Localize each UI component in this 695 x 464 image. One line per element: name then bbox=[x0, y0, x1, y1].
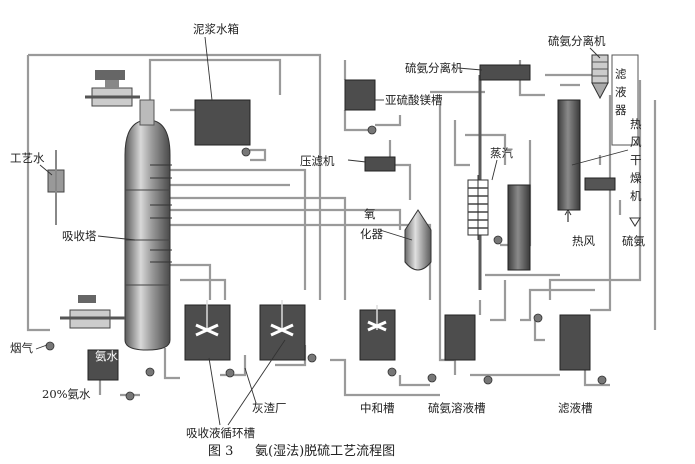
labels: 泥浆水箱 工艺水 吸收塔 烟气 氨水箱 20%氨水 亚硫酸镁槽 压滤机 氧 化器… bbox=[10, 22, 645, 440]
hot-air-dryer bbox=[557, 99, 581, 211]
process-water-pump bbox=[47, 150, 65, 225]
label-filtrate-1: 滤 bbox=[615, 67, 627, 81]
bottom-blower bbox=[60, 295, 125, 329]
label-ammonia-20: 20%氨水 bbox=[42, 387, 91, 401]
label-hot-air: 热风 bbox=[572, 234, 595, 248]
label-dryer-1: 热 bbox=[630, 117, 642, 131]
neutralization-tank bbox=[359, 305, 396, 361]
label-sulfate-separator-1: 硫氨分离机 bbox=[405, 61, 463, 75]
label-absorber: 吸收塔 bbox=[62, 229, 97, 243]
label-oxidizer: 化器 bbox=[360, 227, 383, 241]
bisulfite-tank bbox=[344, 79, 376, 111]
slurry-tank bbox=[194, 99, 251, 146]
label-dryer-3: 干 bbox=[630, 153, 642, 167]
hot-air-arrowhead-icon bbox=[564, 209, 572, 216]
evaporator-column bbox=[507, 184, 531, 271]
filtrate-tank bbox=[559, 314, 591, 371]
label-ammonium-sulfate-tank: 硫氨溶液槽 bbox=[428, 401, 486, 415]
absorbent-circ-tank-2 bbox=[259, 300, 306, 361]
figure-caption: 图 3 氨(湿法)脱硫工艺流程图 bbox=[208, 444, 395, 459]
ammonium-sulfate-outlet-icon bbox=[629, 217, 641, 227]
label-dryer-4: 燥 bbox=[630, 171, 642, 185]
label-filtrate-2: 液 bbox=[615, 85, 627, 99]
label-flue-gas: 烟气 bbox=[10, 341, 33, 355]
label-oxidizer-1: 氧 bbox=[364, 207, 376, 221]
caption-fig: 图 3 bbox=[208, 444, 233, 459]
filtrate-housing bbox=[611, 54, 639, 146]
label-filtrate-tank: 滤液槽 bbox=[558, 401, 593, 415]
label-filtrate-3: 器 bbox=[615, 103, 627, 117]
sulfate-separator-1 bbox=[479, 64, 531, 81]
label-ammonium-sulfate: 硫氨 bbox=[622, 234, 645, 248]
label-ammonia-tank: 氨水箱 bbox=[95, 349, 130, 363]
label-bisulfite-tank: 亚硫酸镁槽 bbox=[385, 93, 443, 107]
caption-title: 氨(湿法)脱硫工艺流程图 bbox=[255, 444, 395, 459]
crystallizer bbox=[467, 175, 489, 240]
filter-press bbox=[364, 156, 396, 172]
pumps bbox=[45, 125, 607, 401]
label-ash-yard: 灰渣厂 bbox=[252, 401, 287, 415]
label-neutralization-tank: 中和槽 bbox=[360, 401, 395, 415]
ammonium-sulfate-tank bbox=[444, 314, 476, 361]
oxidizer bbox=[404, 209, 432, 271]
top-blower bbox=[85, 70, 140, 107]
absorbent-circ-tank-1 bbox=[184, 300, 231, 361]
label-process-water: 工艺水 bbox=[10, 151, 45, 165]
label-sulfate-separator-2: 硫氨分离机 bbox=[548, 34, 606, 48]
label-dryer-5: 机 bbox=[630, 189, 642, 203]
absorber-tower bbox=[124, 99, 172, 351]
label-slurry-tank: 泥浆水箱 bbox=[193, 22, 239, 36]
dryer-outlet bbox=[584, 177, 616, 191]
ammonia-tank bbox=[87, 349, 119, 381]
label-filter-press: 压滤机 bbox=[300, 154, 335, 168]
label-steam: 蒸汽 bbox=[490, 146, 513, 160]
label-dryer-2: 风 bbox=[630, 135, 642, 149]
sulfate-separator-2 bbox=[591, 54, 609, 100]
label-absorbent-circ-tank: 吸收液循环槽 bbox=[186, 426, 255, 440]
